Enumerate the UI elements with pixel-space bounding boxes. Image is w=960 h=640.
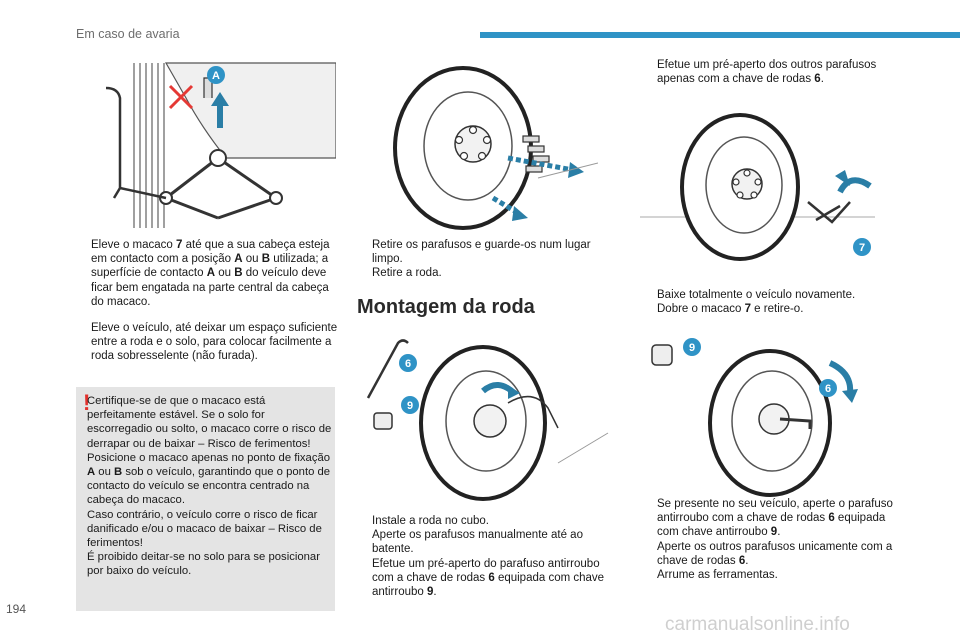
watermark: carmanualsonline.info bbox=[665, 614, 850, 635]
callout-6-right: 6 bbox=[825, 383, 831, 395]
section-title: Montagem da roda bbox=[357, 296, 535, 318]
list-item: Eleve o veículo, até deixar um espaço su… bbox=[91, 322, 338, 363]
list-item: Instale a roda no cubo. bbox=[372, 515, 489, 527]
list-item: Se presente no seu veículo, aperte o par… bbox=[657, 498, 893, 539]
col1-list-a: Eleve o macaco 7 até que a sua cabeça es… bbox=[76, 238, 338, 309]
callout-6: 6 bbox=[405, 358, 411, 370]
list-item: Aperte os parafusos manualmente até ao b… bbox=[372, 529, 583, 556]
lower-jack-illustration: 7 bbox=[640, 102, 875, 262]
jack-illustration: A bbox=[106, 58, 336, 228]
list-item: Aperte os outros parafusos unicamente co… bbox=[657, 540, 893, 567]
list-item: Dobre o macaco 7 e retire-o. bbox=[657, 303, 804, 316]
callout-9: 9 bbox=[407, 400, 413, 412]
tighten-bolts-illustration: 9 6 bbox=[640, 333, 875, 498]
warning-icon: ! bbox=[83, 390, 91, 415]
list-item: Baixe totalmente o veículo novamente. bbox=[657, 289, 856, 301]
col3-list-a: Efetue um pré-aperto dos outros parafuso… bbox=[642, 58, 904, 86]
callout-7: 7 bbox=[859, 242, 865, 254]
remove-bolts-illustration bbox=[358, 58, 598, 230]
list-item: Efetue um pré-aperto dos outros parafuso… bbox=[657, 59, 877, 86]
install-wheel-illustration: 6 9 bbox=[358, 333, 618, 503]
callout-a: A bbox=[212, 70, 220, 82]
list-item: Retire os parafusos e guarde-os num luga… bbox=[372, 239, 591, 266]
col2-list-a: Retire os parafusos e guarde-os num luga… bbox=[357, 238, 619, 281]
warning-box: ! Certifique-se de que o macaco está per… bbox=[76, 387, 335, 611]
warning-text: Certifique-se de que o macaco está perfe… bbox=[87, 395, 332, 578]
list-item: Efetue um pré-aperto do parafuso antirro… bbox=[372, 557, 605, 599]
list-item: Eleve o macaco 7 até que a sua cabeça es… bbox=[91, 239, 330, 308]
header-accent-bar bbox=[480, 32, 960, 38]
list-item: Retire a roda. bbox=[372, 267, 442, 280]
col3-list-b: Baixe totalmente o veículo novamente. Do… bbox=[642, 288, 904, 316]
page-number: 194 bbox=[6, 602, 27, 616]
header-title: Em caso de avaria bbox=[76, 27, 180, 41]
callout-9-right: 9 bbox=[689, 342, 695, 354]
list-item: Arrume as ferramentas. bbox=[657, 569, 778, 582]
col2-list-b: Instale a roda no cubo. Aperte os parafu… bbox=[357, 514, 619, 599]
col3-list-c: Se presente no seu veículo, aperte o par… bbox=[642, 497, 904, 582]
col1-list-b: Eleve o veículo, até deixar um espaço su… bbox=[76, 321, 338, 364]
